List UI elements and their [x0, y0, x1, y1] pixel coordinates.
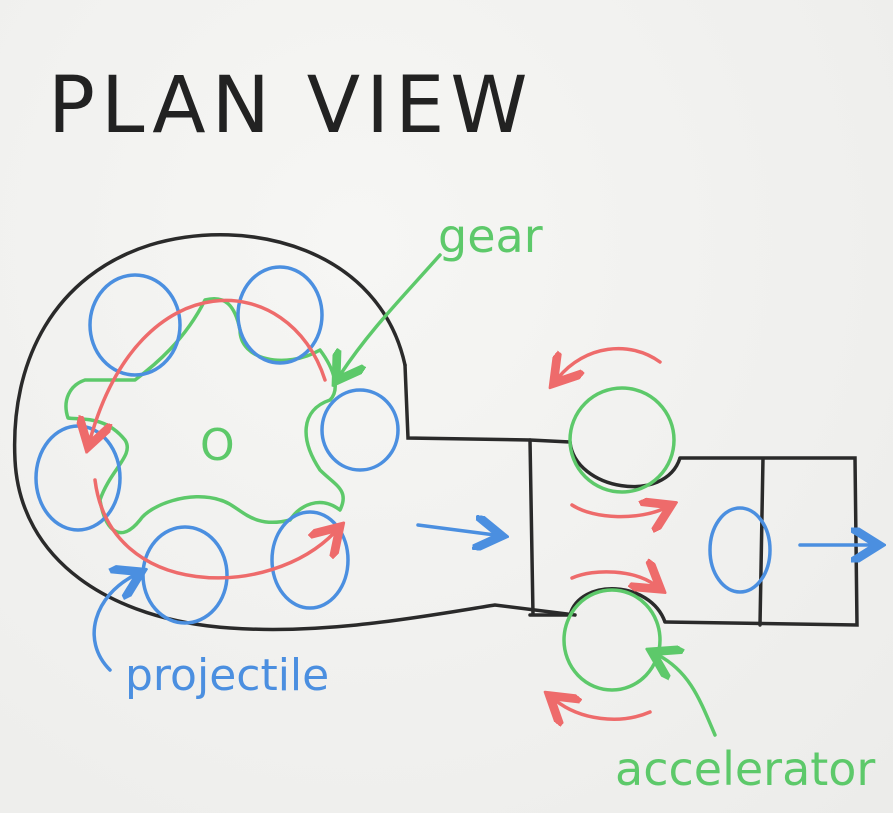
rotation-arrow-left [90, 298, 327, 440]
projectile-3 [320, 388, 400, 472]
housing-outline [12, 233, 577, 632]
wheel-bottom-rotation-arrow [555, 700, 652, 719]
projectile-2 [236, 265, 324, 365]
projectile-label: projectile [125, 650, 329, 701]
projectile-exit [708, 506, 772, 594]
wheel-top-rotation-arrow [558, 346, 662, 378]
wheel-top-inner-arrow [570, 505, 665, 517]
projectile-6 [34, 424, 122, 532]
gear-center-mark: O [200, 420, 235, 471]
gear-shape [64, 297, 345, 535]
projectile-1 [88, 273, 182, 377]
rotation-arrow-bottom [93, 478, 335, 580]
accelerator-pointer-arrow [658, 655, 717, 737]
page-title: PLAN VIEW [48, 61, 534, 151]
flow-arrow-in [416, 525, 495, 535]
accelerator-label: accelerator [615, 742, 875, 796]
gear-pointer-arrow [340, 253, 442, 375]
gear-label: gear [438, 209, 543, 263]
accelerator-wheel-bottom [562, 588, 662, 692]
accelerator-cutout-top [568, 441, 682, 489]
accelerator-wheel-top [568, 386, 676, 494]
projectile-pointer-arrow [92, 575, 135, 672]
accelerator-cutout-bottom [568, 587, 667, 623]
projectile-4 [270, 510, 350, 610]
wheel-bottom-inner-arrow [570, 572, 655, 585]
accelerator-channel [528, 438, 859, 627]
housing-neck-top [403, 363, 532, 442]
